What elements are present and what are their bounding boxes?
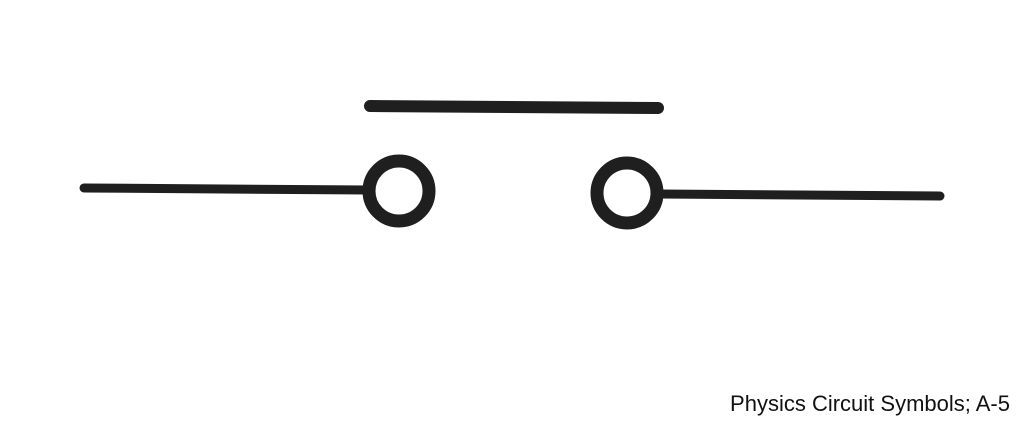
push-button-bar [364,100,664,114]
left-wire [79,183,373,195]
right-wire [654,189,945,201]
left-terminal-icon [362,154,436,228]
right-terminal-icon [590,156,664,230]
caption: Physics Circuit Symbols; A-5 [730,390,1010,416]
